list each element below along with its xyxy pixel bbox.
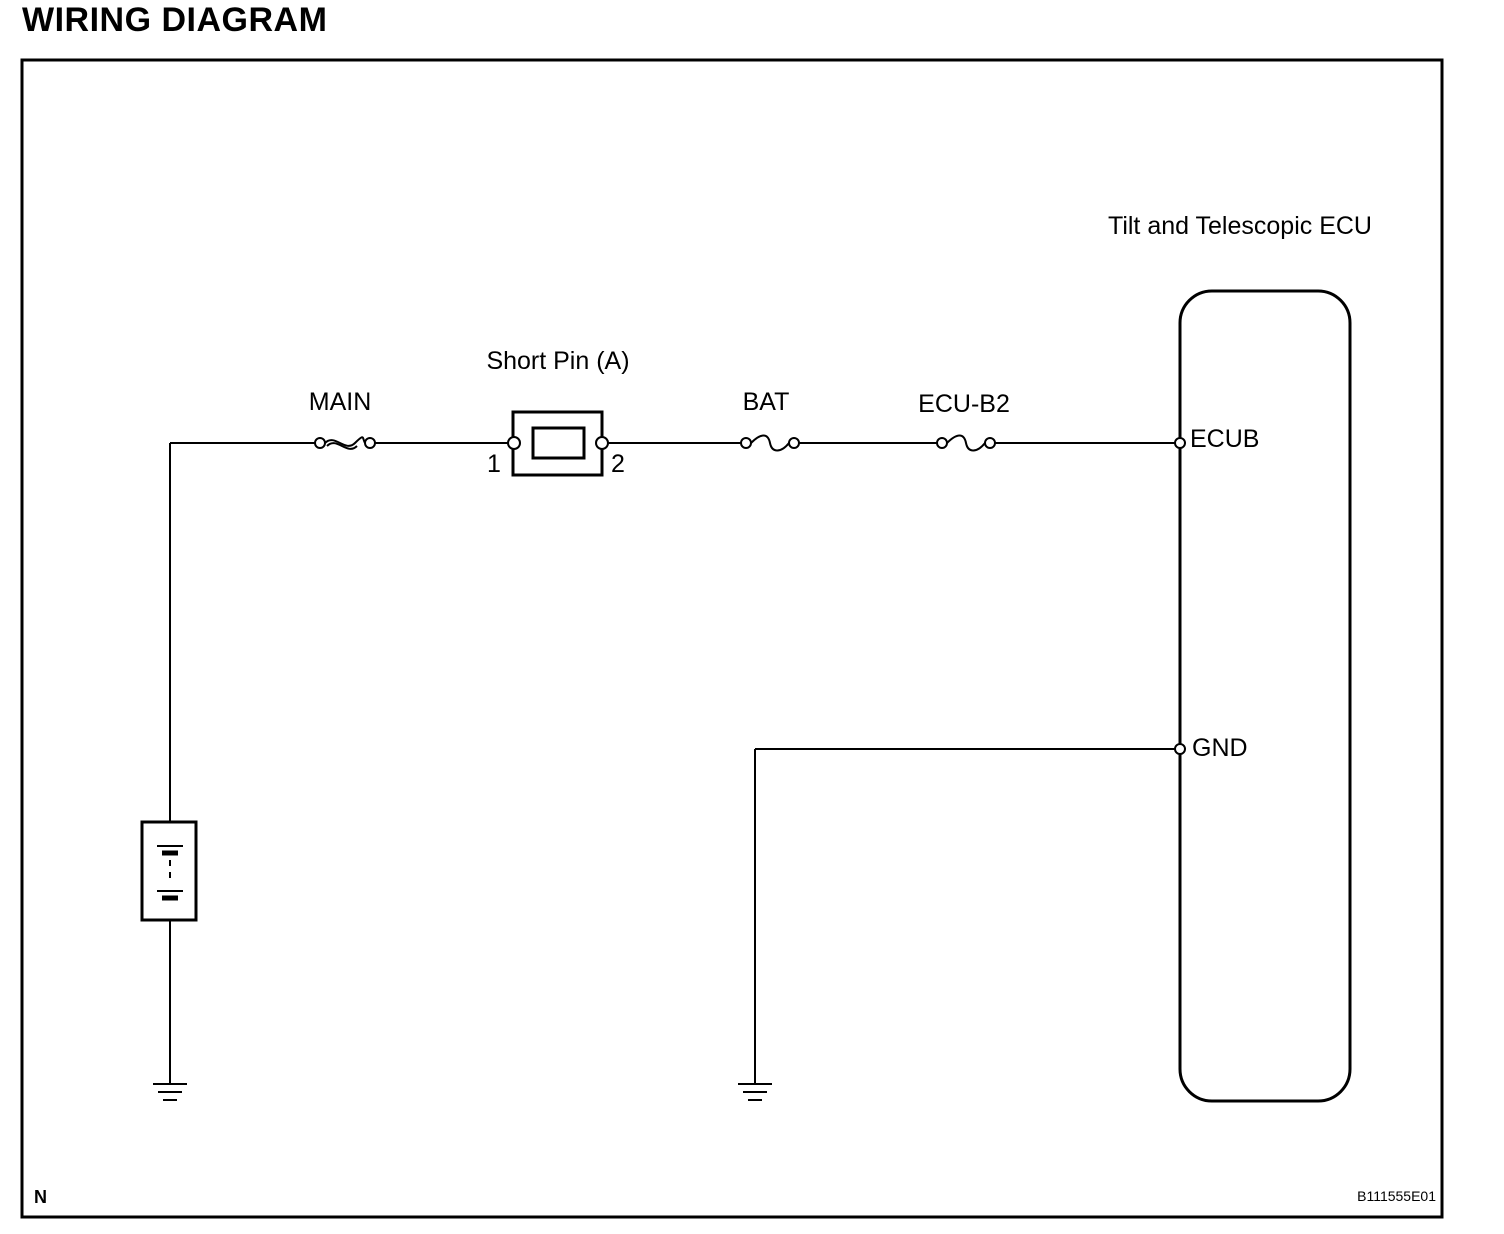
ground-icon xyxy=(153,1083,187,1101)
fuse-bat-label: BAT xyxy=(743,388,790,416)
fuse-ecu-b2-label: ECU-B2 xyxy=(918,390,1010,418)
fuse-bat-icon xyxy=(740,434,800,452)
ecub-pin-label: ECUB xyxy=(1190,425,1259,453)
short-pin-terminal-2: 2 xyxy=(611,450,625,478)
gnd-pin-label: GND xyxy=(1192,734,1248,762)
short-pin-terminal-1: 1 xyxy=(487,450,501,478)
short-pin-connector xyxy=(507,410,609,477)
ecu-box xyxy=(1178,289,1352,1103)
gnd-terminal xyxy=(1174,743,1186,755)
page-title: WIRING DIAGRAM xyxy=(22,1,328,39)
fuse-ecu-b2-icon xyxy=(936,434,996,452)
ecu-label: Tilt and Telescopic ECU xyxy=(1108,212,1372,240)
ground-icon xyxy=(738,1083,772,1101)
fuse-main-label: MAIN xyxy=(309,388,372,416)
ecub-terminal xyxy=(1174,437,1186,449)
diagram-frame xyxy=(20,58,1444,1219)
figure-code: B111555E01 xyxy=(1357,1188,1436,1204)
battery-icon xyxy=(140,820,198,922)
orientation-mark: N xyxy=(34,1187,47,1207)
short-pin-label: Short Pin (A) xyxy=(486,347,629,375)
fuse-main-icon xyxy=(314,436,376,450)
